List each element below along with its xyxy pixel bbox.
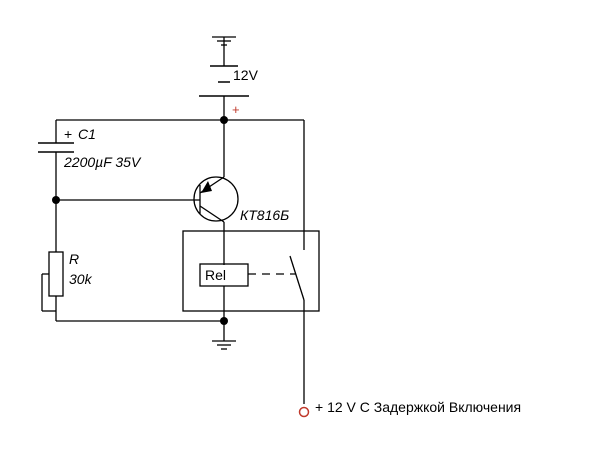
transistor-model: КТ816Б bbox=[240, 207, 289, 223]
ground-symbol-top bbox=[212, 36, 236, 66]
output-label: + 12 V С Задержкой Включения bbox=[315, 399, 521, 415]
resistor-symbol bbox=[41, 200, 64, 321]
capacitor-name: C1 bbox=[78, 126, 96, 142]
relay-enclosure bbox=[182, 230, 320, 312]
resistor-name: R bbox=[69, 251, 79, 267]
output-terminal bbox=[298, 406, 310, 418]
transistor-symbol bbox=[193, 120, 239, 265]
battery-plus-mark: + bbox=[232, 102, 240, 117]
ground-symbol-bottom bbox=[212, 321, 236, 350]
battery-voltage-label: 12V bbox=[233, 67, 259, 83]
capacitor-symbol bbox=[38, 120, 74, 200]
resistor-value: 30k bbox=[69, 271, 93, 287]
capacitor-value: 2200µF 35V bbox=[63, 154, 142, 170]
relay-switch-contact bbox=[289, 120, 305, 404]
relay-coil-label: Rel bbox=[205, 267, 226, 283]
capacitor-plus-mark: + bbox=[64, 126, 72, 142]
